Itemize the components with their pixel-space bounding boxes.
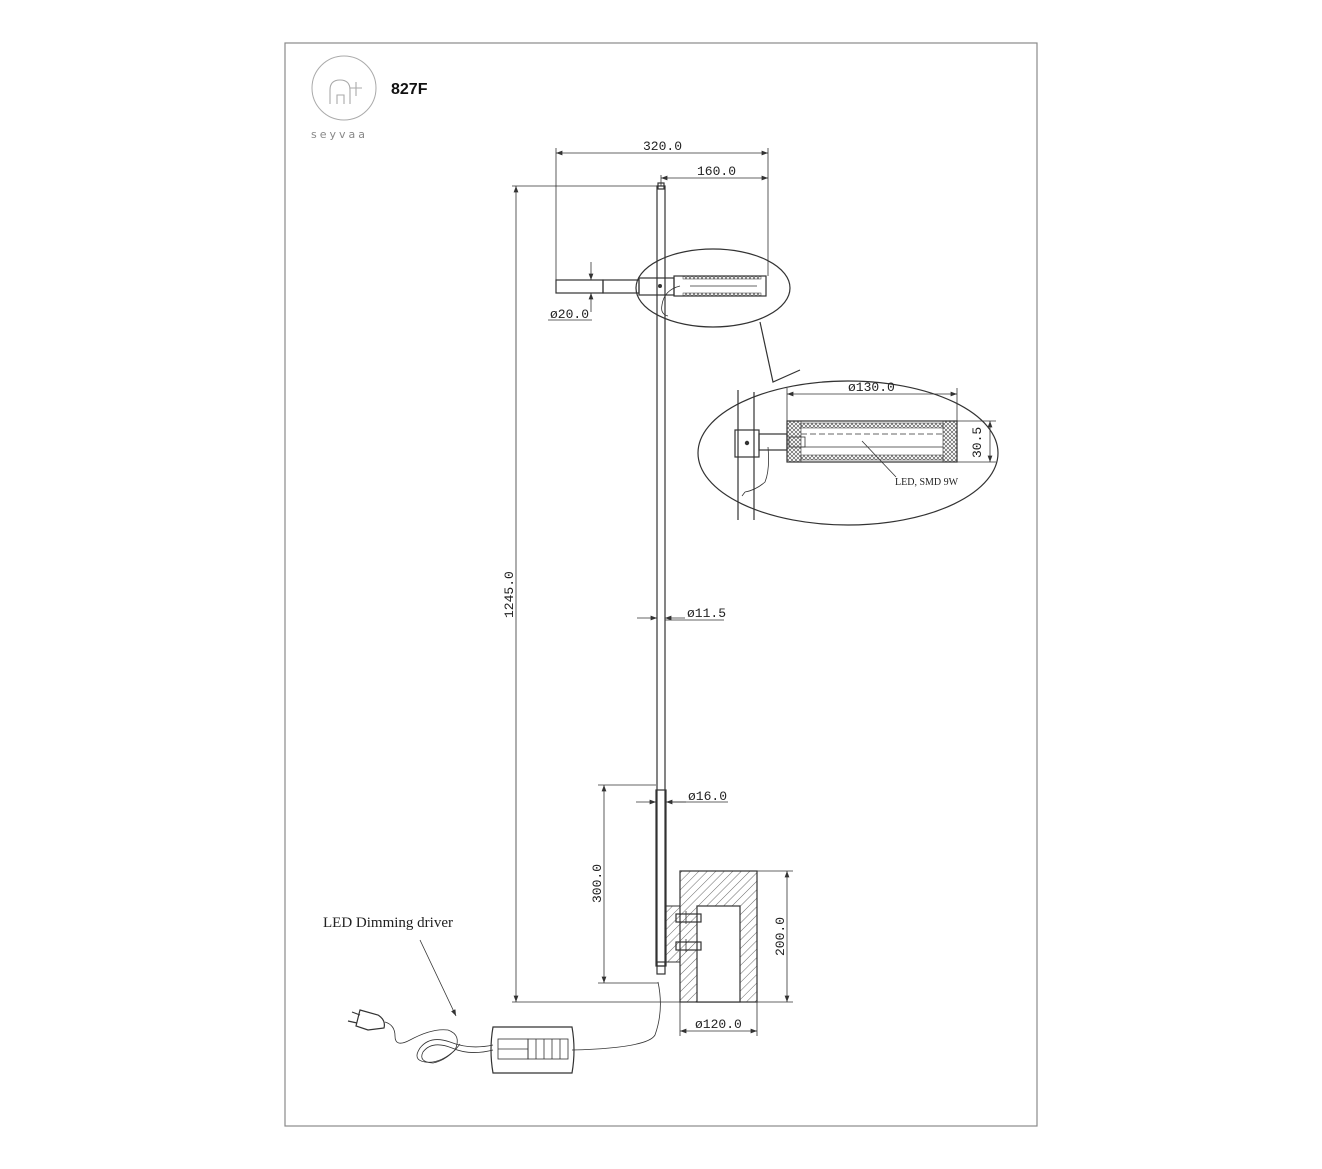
lamp-base [665, 870, 758, 1003]
dim-pole-label: ø11.5 [687, 606, 726, 621]
lamp-pole [655, 182, 667, 975]
dim-160-label: 160.0 [697, 164, 736, 179]
brand-logo: seyvaa [311, 55, 377, 141]
dim-head-diameter: ø130.0 [786, 380, 958, 421]
callout-leader [759, 321, 801, 383]
dim-1245-label: 1245.0 [502, 571, 517, 618]
model-number: 827F [391, 81, 428, 98]
power-cord [384, 981, 661, 1064]
dim-base-diameter-label: ø120.0 [695, 1017, 742, 1032]
lamp-arm [555, 275, 767, 317]
dim-head-thickness-label: 30.5 [970, 427, 985, 458]
head-detail [697, 380, 999, 526]
driver-label-arrow [419, 939, 457, 1017]
dim-total-height: 1245.0 [502, 185, 680, 1003]
dim-lower-pole-label: ø16.0 [688, 789, 727, 804]
drawing-frame [284, 42, 1038, 1127]
dimming-driver [490, 1026, 575, 1074]
plug-icon [347, 1009, 385, 1031]
dim-head-diameter-label: ø130.0 [848, 380, 895, 395]
dim-head-thickness: 30.5 [957, 420, 996, 463]
dim-arm-label: ø20.0 [550, 307, 589, 322]
dim-320-label: 320.0 [643, 139, 682, 154]
dim-200-label: 200.0 [773, 917, 788, 956]
dim-base-height: 200.0 [757, 870, 793, 1003]
dim-arm-diameter: ø20.0 [548, 262, 594, 322]
brand-name: seyvaa [311, 128, 368, 141]
dim-overall-width: 320.0 [555, 139, 769, 280]
dim-half-width: 160.0 [660, 164, 768, 186]
driver-label: LED Dimming driver [323, 915, 453, 931]
dim-300-label: 300.0 [590, 864, 605, 903]
dim-pole-diameter: ø11.5 [637, 606, 726, 621]
dim-lower-pole-diameter: ø16.0 [636, 789, 728, 805]
dim-base-diameter: ø120.0 [679, 1002, 758, 1036]
detail-callout-small [635, 248, 791, 328]
dim-lower-height: 300.0 [590, 784, 658, 984]
led-spec-label: LED, SMD 9W [895, 477, 959, 488]
